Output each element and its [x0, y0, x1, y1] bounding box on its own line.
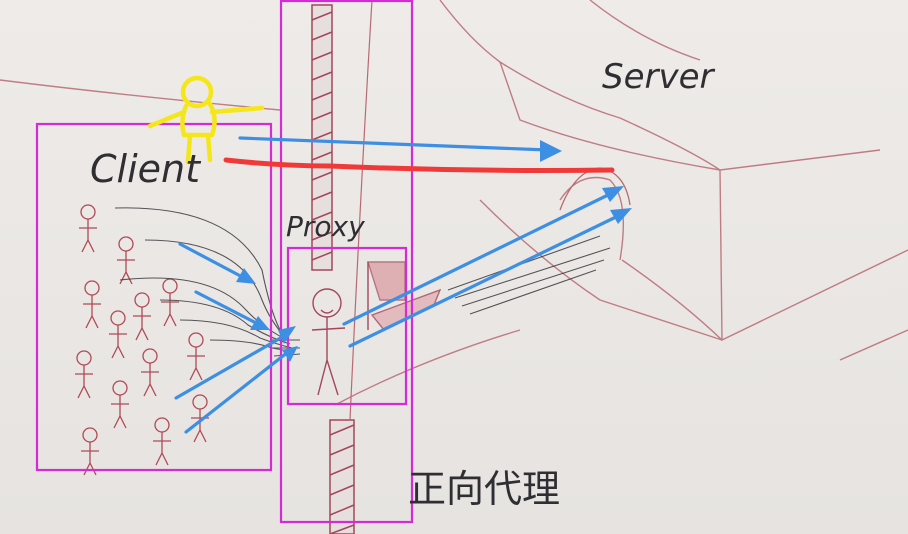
proxy-box	[286, 246, 408, 406]
client-label: Client	[90, 147, 202, 191]
red-direct-line	[223, 157, 615, 173]
proxy-person-sketch	[311, 261, 442, 396]
proxy-pillar-box	[279, 0, 414, 524]
server-building-sketch	[0, 0, 908, 406]
user-figure	[147, 75, 265, 165]
caption-label: 正向代理	[408, 467, 560, 511]
blue-arrowheads	[236, 140, 632, 362]
proxy-pillar-sketch	[311, 0, 373, 534]
annotation-boxes	[35, 0, 414, 524]
client-crowd-sketch	[75, 204, 209, 476]
server-label: Server	[602, 57, 716, 97]
proxy-label: Proxy	[286, 210, 365, 243]
direct-arrow	[238, 136, 550, 152]
blue-arrows	[174, 136, 620, 434]
